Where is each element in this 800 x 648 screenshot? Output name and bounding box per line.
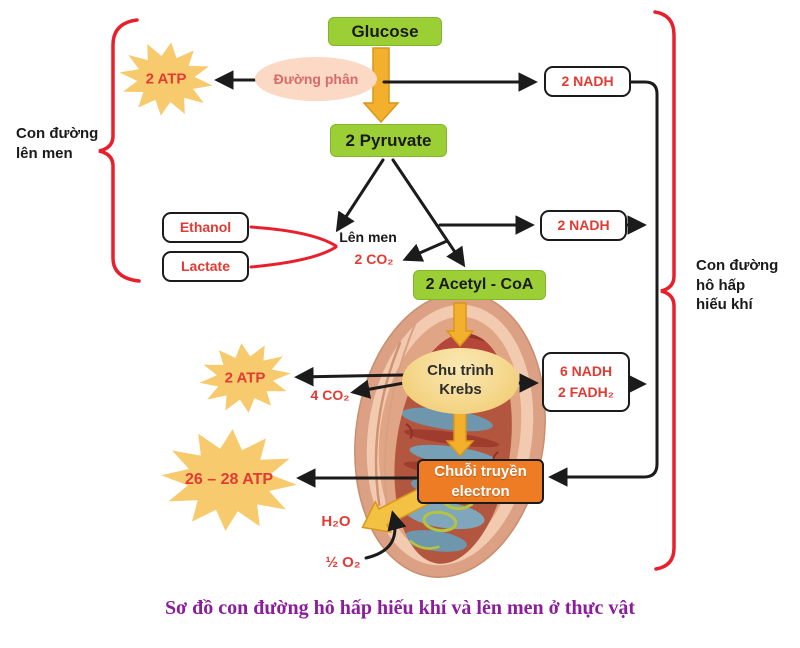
krebs-line2: Krebs xyxy=(439,381,482,398)
electron-transport-chain-box: Chuỗi truyền electron xyxy=(417,459,544,504)
krebs-line1: Chu trình xyxy=(427,362,494,380)
fadh2-krebs-label: 2 FADH₂ xyxy=(557,384,614,400)
arrow-glucose-to-pyruvate xyxy=(362,47,400,124)
mitochondria-illustration xyxy=(354,292,546,578)
lactate-box: Lactate xyxy=(162,251,249,282)
pyruvate-box: 2 Pyruvate xyxy=(330,124,447,157)
h2o-label: H₂O xyxy=(321,512,351,530)
nadh-fadh-krebs-box: 6 NADH 2 FADH₂ xyxy=(542,352,630,412)
co2-krebs-label: 4 CO₂ xyxy=(310,387,350,403)
arrow-krebs-to-atp xyxy=(294,366,406,387)
arrow-o2-to-etc xyxy=(364,510,407,560)
atp-glycolysis-label: 2 ATP xyxy=(145,70,187,88)
fermentation-label: Lên men xyxy=(339,229,397,245)
etc-line1: Chuỗi truyền xyxy=(434,463,527,480)
glycolysis-oval: Đường phân xyxy=(255,57,377,101)
arrow-acetyl-to-krebs xyxy=(445,302,475,348)
aerobic-bracket xyxy=(653,10,676,571)
atp-krebs-label: 2 ATP xyxy=(224,369,266,387)
curve-fermentation-to-ethanol xyxy=(249,225,338,248)
aerobic-pathway-line2: hô hấp xyxy=(696,276,746,294)
arrow-pyruvate-to-co2 xyxy=(402,239,449,262)
nadh-glycolysis-box: 2 NADH xyxy=(544,66,631,97)
acetyl-coa-box: 2 Acetyl - CoA xyxy=(413,270,546,300)
co2-pyruvate-label: 2 CO₂ xyxy=(354,251,394,267)
line-nadh-collector xyxy=(548,80,659,487)
nadh-pyruvate-box: 2 NADH xyxy=(540,210,627,241)
arrow-krebs-to-co2 xyxy=(350,379,406,399)
arrow-pyruvate-to-fermentation xyxy=(335,158,385,233)
nadh-krebs-label: 6 NADH xyxy=(559,363,613,379)
ethanol-box: Ethanol xyxy=(162,212,249,243)
etc-line2: electron xyxy=(451,482,510,500)
fermentation-bracket xyxy=(98,18,141,283)
arrow-pyruvate-to-acetyl xyxy=(391,158,466,268)
aerobic-pathway-line1: Con đường xyxy=(696,257,779,274)
aerobic-pathway-line3: hiếu khí xyxy=(696,296,753,313)
fermentation-pathway-line1: Con đường xyxy=(16,125,99,142)
krebs-cycle-ellipse: Chu trình Krebs xyxy=(402,348,519,414)
atp-etc-label: 26 – 28 ATP xyxy=(184,471,274,488)
fermentation-pathway-label: Con đường lên men xyxy=(16,124,108,163)
fermentation-pathway-line2: lên men xyxy=(16,144,73,162)
diagram-title: Sơ đồ con đường hô hấp hiếu khí và lên m… xyxy=(164,597,636,619)
glucose-box: Glucose xyxy=(328,17,442,46)
aerobic-pathway-label: Con đường hô hấp hiếu khí xyxy=(696,256,792,315)
arrow-krebs-to-etc xyxy=(445,411,475,458)
curve-fermentation-to-lactate xyxy=(249,245,338,269)
o2-label: ½ O₂ xyxy=(325,553,361,571)
